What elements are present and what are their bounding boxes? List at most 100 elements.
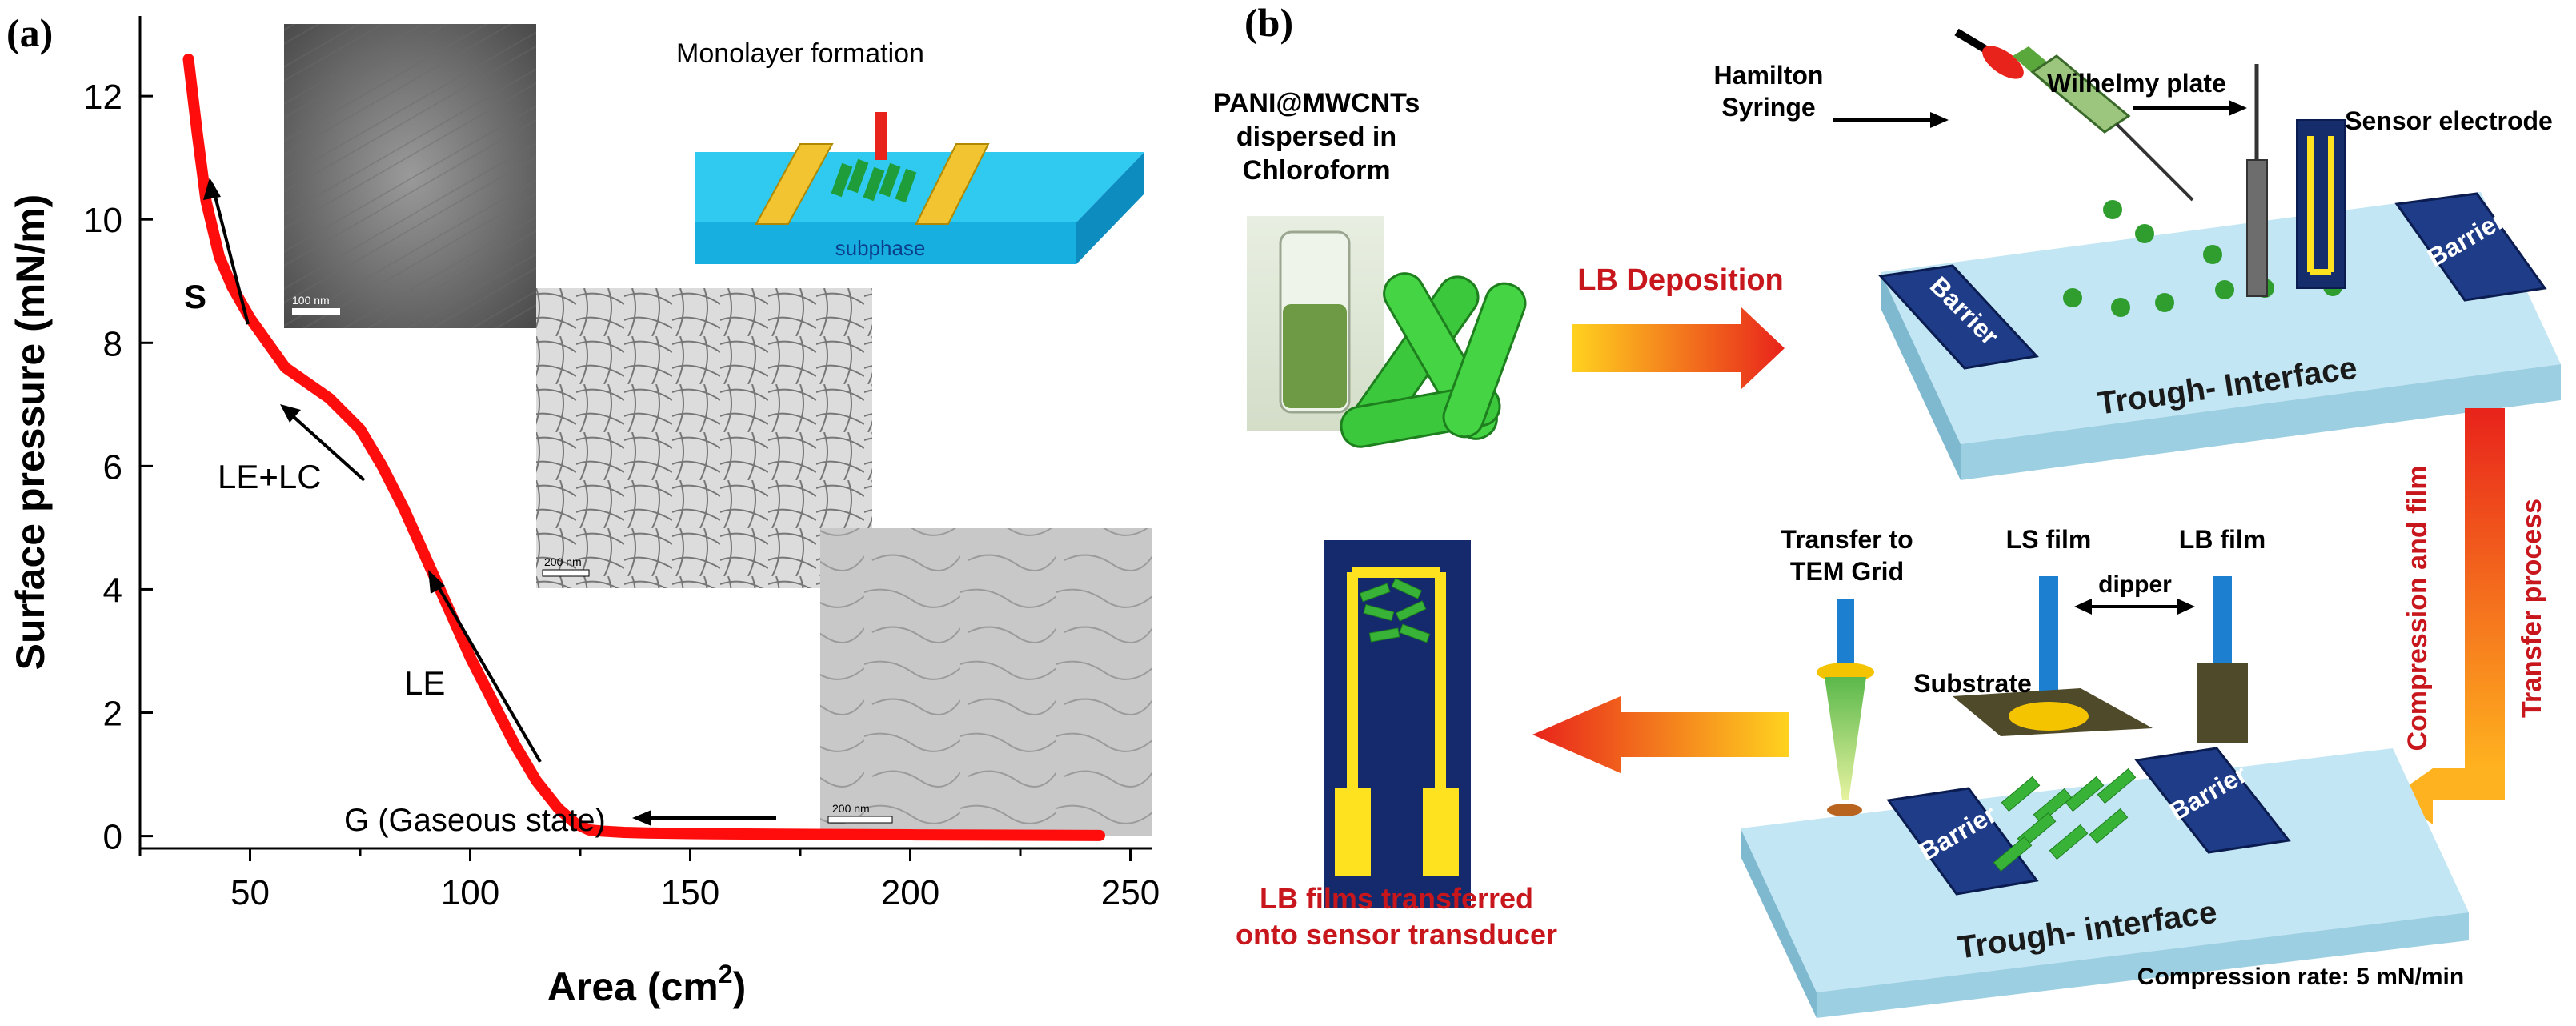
substrate-front — [695, 222, 1076, 264]
phase-label-le-lc: LE+LC — [218, 458, 322, 495]
transfer-tem-line-2: TEM Grid — [1790, 557, 1904, 586]
sensor-transducer-icon — [1324, 540, 1471, 908]
transferred-line-1: LB films transferred — [1260, 882, 1533, 915]
dispersion-text: PANI@MWCNTs dispersed in Chloroform — [1213, 88, 1420, 186]
phase-arrows — [210, 183, 776, 820]
scale-bar-2 — [542, 569, 590, 577]
y-tick-label: 4 — [103, 571, 122, 610]
lb-dipper-substrate — [2197, 663, 2248, 743]
y-tick-label: 8 — [103, 324, 122, 363]
arrowhead-le-lc — [280, 404, 301, 423]
phase-label-g: G (Gaseous state) — [344, 803, 606, 838]
lb-deposition-arrow-icon — [1572, 307, 1785, 390]
x-axis-label: Area (cm2) — [547, 960, 746, 1009]
trough-top-surface — [1881, 192, 2561, 444]
x-tick-label: 200 — [881, 873, 939, 912]
syringe-needle — [2115, 122, 2194, 202]
scale-bar-1 — [292, 308, 340, 315]
hamilton-syringe-icon — [1954, 28, 2194, 202]
monolayer-title: Monolayer formation — [676, 38, 924, 69]
x-axis-label-sup: 2 — [719, 960, 733, 988]
tem-sample-dot — [1827, 804, 1862, 816]
scale-bar-label-1: 100 nm — [292, 294, 330, 307]
vial-liquid — [1283, 304, 1347, 408]
wilhelmy-plate-icon — [2246, 159, 2268, 297]
trough-bottom-side — [1741, 828, 1817, 1018]
y-tick-label: 12 — [83, 78, 122, 117]
compression-label-2: Transfer process — [2517, 499, 2547, 718]
trough-bottom: Barrier Barrier Trough- interface — [1741, 747, 2469, 1018]
tem-inset-2: 200 nm — [536, 288, 872, 588]
y-tick-label: 6 — [103, 447, 122, 487]
monolayer-rods — [831, 158, 917, 203]
arrowhead-g — [632, 810, 651, 826]
dispersion-line-2: dispersed in — [1236, 122, 1396, 152]
dipper-label: dipper — [2098, 571, 2172, 598]
electrode-right — [915, 143, 990, 225]
panel-b-label: (b) — [1244, 0, 1293, 45]
trough-bottom-front — [1817, 912, 2469, 1018]
ls-film-label: LS film — [2006, 525, 2092, 554]
transfer-tem-line-1: Transfer to — [1781, 525, 1913, 554]
x-tick-label: 150 — [661, 873, 719, 912]
dispersion-line-3: Chloroform — [1242, 155, 1390, 186]
dispersion-line-1: PANI@MWCNTs — [1213, 88, 1420, 118]
panel-a-label: (a) — [6, 10, 53, 55]
transferred-line-2: onto sensor transducer — [1236, 918, 1557, 951]
lb-dipper — [2197, 576, 2248, 743]
tem-inset-1: 100 nm — [284, 24, 536, 328]
wilhelmy-label: Wilhelmy plate — [2047, 69, 2226, 98]
y-tick-label: 0 — [103, 818, 122, 857]
tem-texture-1 — [284, 24, 536, 328]
trough-top-front — [1961, 364, 2561, 480]
arrow-s — [210, 183, 250, 325]
cnt-bundle-icon — [1340, 272, 1527, 448]
phase-label-le: LE — [404, 664, 445, 702]
tem-dipper-rod — [1837, 599, 1854, 667]
vial-photo — [1247, 216, 1384, 431]
electrode-left — [755, 143, 834, 225]
sensor-electrode-icon — [2296, 119, 2346, 289]
trough-top-side — [1881, 272, 1961, 480]
sensor-electrode-label: Sensor electrode — [2345, 106, 2553, 135]
x-tick-label: 100 — [441, 873, 499, 912]
hamilton-label-line-2: Syringe — [1721, 93, 1815, 122]
barrier-top-left — [1877, 264, 2039, 370]
arrow-le-lc — [282, 407, 366, 482]
monolayer-inset: Monolayer formation subphase — [676, 38, 1144, 264]
tem-texture-3 — [820, 528, 1152, 836]
ls-substrate-disk — [2009, 702, 2089, 731]
compression-label-1: Compression and film — [2402, 465, 2433, 751]
tem-beam-cone — [1825, 677, 1866, 800]
scale-bar-label-2: 200 nm — [544, 555, 582, 568]
wilhelmy-pointer-head — [2229, 100, 2247, 116]
phase-arrowheads — [203, 178, 651, 826]
y-tick-label: 2 — [103, 695, 122, 734]
substrate-label: Substrate — [1913, 669, 2032, 698]
lb-deposition-label: LB Deposition — [1577, 263, 1784, 297]
x-tick-label: 50 — [230, 873, 270, 912]
compression-rate-label: Compression rate: 5 mN/min — [2137, 964, 2464, 990]
ls-dipper — [1953, 576, 2153, 736]
hamilton-pointer-head — [1930, 112, 1949, 128]
x-axis-label-main: Area (cm — [547, 964, 719, 1009]
transducer-film-rods — [1359, 578, 1431, 643]
arrow-le — [431, 575, 542, 763]
syringe-barrel — [2030, 54, 2131, 134]
dipper-double-arrow — [2074, 599, 2195, 615]
barrier-top-right — [2394, 192, 2547, 302]
arrowhead-s — [203, 178, 221, 200]
arrowhead-le — [428, 570, 445, 594]
ls-dipper-rod — [2039, 576, 2058, 696]
lb-film-label: LB film — [2179, 525, 2266, 554]
x-tick-label: 250 — [1101, 873, 1160, 912]
phase-label-s: S — [184, 278, 206, 315]
plot-axes — [138, 16, 1152, 850]
transfer-arrow-icon — [1532, 696, 1789, 773]
compressed-film-rods — [1993, 767, 2137, 872]
y-axis-label: Surface pressure (mN/m) — [8, 194, 53, 671]
subphase-label: subphase — [835, 236, 926, 260]
tem-dipper — [1817, 599, 1874, 816]
